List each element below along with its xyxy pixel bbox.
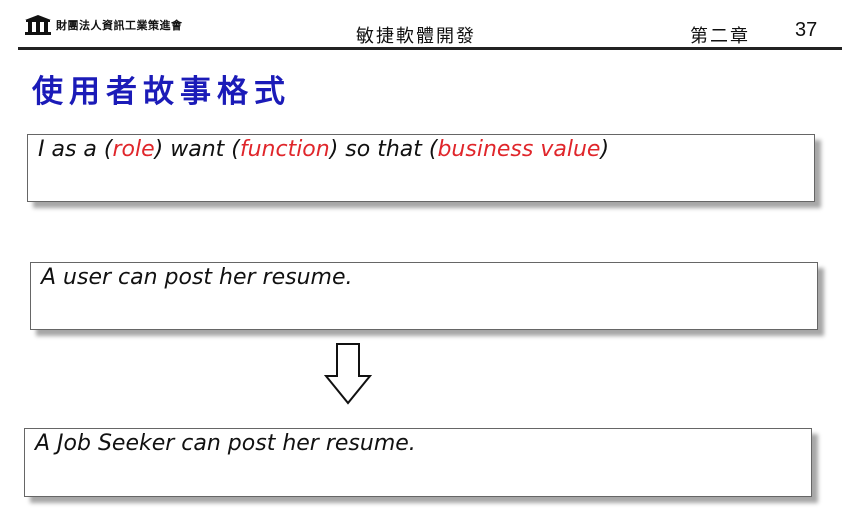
example-after-box: A Job Seeker can post her resume. [24,428,812,497]
down-arrow-icon [324,343,372,405]
example-before-text: A user can post her resume. [41,265,353,290]
org-name: 財團法人資訊工業策進會 [56,19,183,32]
example-before-box: A user can post her resume. [30,262,818,330]
chapter-label: 第二章 [690,26,750,47]
template-suffix: ) [600,137,610,162]
slide-title: 使用者故事格式 [32,74,291,110]
header-divider [18,47,842,50]
institute-logo: 財團法人資訊工業策進會 [24,15,183,35]
example-after-text: A Job Seeker can post her resume. [35,431,416,456]
template-prefix: I as a ( [38,137,113,162]
template-want: ) want ( [154,137,240,162]
story-template-text: I as a (role) want (function) so that (b… [38,137,609,162]
institute-logo-icon [25,15,51,35]
course-title: 敏捷軟體開發 [356,26,476,47]
story-template-box: I as a (role) want (function) so that (b… [27,134,815,202]
slide-header: 財團法人資訊工業策進會 敏捷軟體開發 第二章 37 [0,0,858,52]
template-business-value: business value [437,137,601,162]
template-role: role [112,137,155,162]
template-so-that: ) so that ( [329,137,438,162]
page-number: 37 [795,19,818,41]
template-function: function [239,137,330,162]
